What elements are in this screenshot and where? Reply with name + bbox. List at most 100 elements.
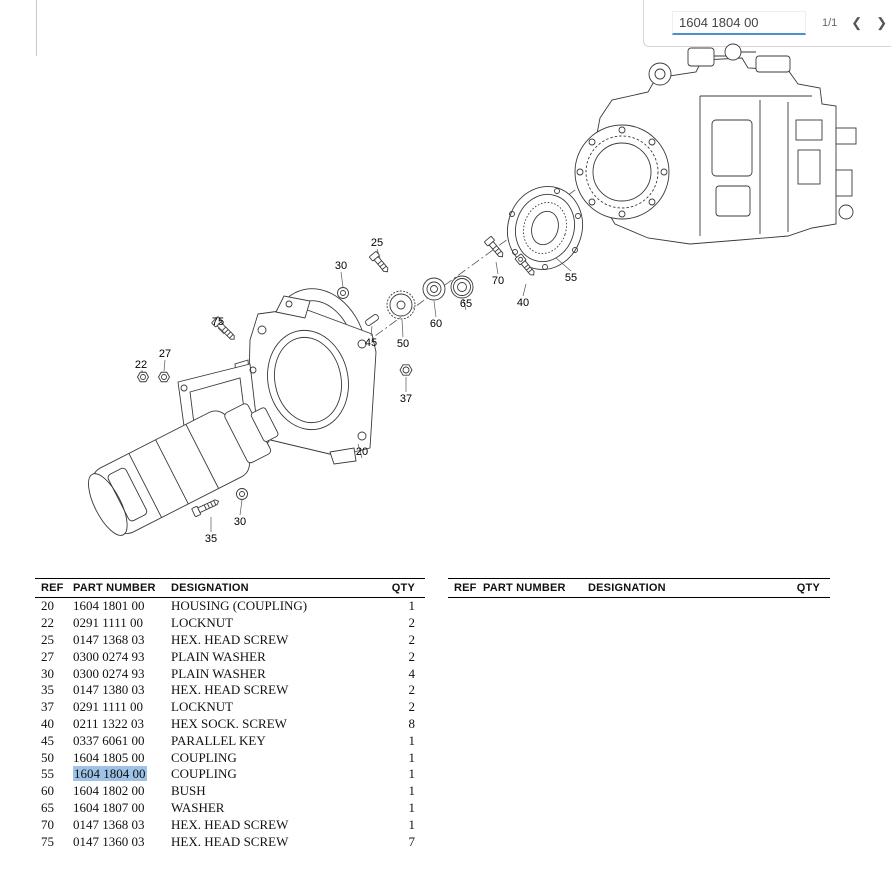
column-header-part-number: PART NUMBER <box>483 582 566 594</box>
hex-head-screw-25 <box>369 251 389 273</box>
diagram-callout[interactable]: 40 <box>517 297 529 309</box>
cell-part-number: 1604 1805 00 <box>73 749 145 765</box>
cell-qty: 1 <box>408 766 416 782</box>
cell-part-number: 0300 0274 93 <box>73 665 145 681</box>
diagram-callout[interactable]: 25 <box>371 237 383 249</box>
engine-block <box>574 43 857 245</box>
cell-qty: 1 <box>408 598 416 614</box>
cell-designation: PARALLEL KEY <box>171 732 266 748</box>
diagram-callout[interactable]: 35 <box>205 533 217 545</box>
pump-unit <box>88 403 279 536</box>
cell-part-number: 1604 1802 00 <box>73 783 145 799</box>
cell-qty: 2 <box>408 631 416 647</box>
cell-designation: HEX. HEAD SCREW <box>171 682 289 698</box>
column-header-part-number: PART NUMBER <box>73 582 156 594</box>
cell-ref: 65 <box>41 799 54 815</box>
cell-designation: LOCKNUT <box>171 699 234 715</box>
cell-ref: 40 <box>41 715 54 731</box>
column-header-qty: QTY <box>391 582 415 594</box>
diagram-callout[interactable]: 45 <box>365 337 377 349</box>
hex-head-screw-75 <box>211 316 235 340</box>
hex-head-screw-35 <box>191 499 220 517</box>
callout-leader-line <box>495 261 499 275</box>
diagram-callout[interactable]: 55 <box>565 272 577 284</box>
parts-table-left: REF PART NUMBER DESIGNATION QTY 20 1604 1… <box>35 578 425 850</box>
cell-designation: HEX SOCK. SCREW <box>171 715 287 731</box>
callout-leader-line <box>433 300 437 318</box>
prev-result-button[interactable]: ❮ <box>851 15 863 30</box>
diagram-callout[interactable]: 30 <box>234 516 246 528</box>
search-input[interactable] <box>672 11 806 35</box>
cell-part-number: 0337 6061 00 <box>73 732 145 748</box>
diagram-callout[interactable]: 60 <box>430 318 442 330</box>
callout-leader-line <box>370 325 373 337</box>
next-result-button[interactable]: ❯ <box>876 15 888 30</box>
column-header-designation: DESIGNATION <box>171 582 249 594</box>
diagram-callout[interactable]: 20 <box>356 446 368 458</box>
parallel-key-45 <box>365 314 379 326</box>
locknut-22 <box>136 371 150 383</box>
table-header: REF PART NUMBER DESIGNATION QTY <box>448 578 830 598</box>
diagram-callout[interactable]: 37 <box>400 393 412 405</box>
bush-60 <box>422 277 446 301</box>
cell-ref: 70 <box>41 816 54 832</box>
cell-qty: 1 <box>408 816 416 832</box>
column-header-ref: REF <box>41 582 64 594</box>
cell-part-number: 0147 1380 03 <box>73 682 145 698</box>
search-panel: 1/1 ❮ ❯ <box>643 0 891 47</box>
cell-designation: LOCKNUT <box>171 615 234 631</box>
cell-designation: WASHER <box>171 799 225 815</box>
cell-designation: HOUSING (COUPLING) <box>171 598 308 614</box>
cell-designation: PLAIN WASHER <box>171 665 266 681</box>
cell-designation: COUPLING <box>171 749 237 765</box>
diagram-callout[interactable]: 65 <box>460 298 472 310</box>
column-header-ref: REF <box>454 582 477 594</box>
cell-ref: 60 <box>41 783 54 799</box>
divider <box>36 0 37 56</box>
cell-designation: PLAIN WASHER <box>171 648 266 664</box>
callout-leader-line <box>401 319 404 338</box>
cell-qty: 8 <box>408 715 416 731</box>
locknut-37 <box>399 364 413 376</box>
coupling-ring-55 <box>507 186 583 270</box>
diagram-callout[interactable]: 27 <box>159 348 171 360</box>
cell-ref: 20 <box>41 598 54 614</box>
diagram-callout[interactable]: 30 <box>335 260 347 272</box>
cell-qty: 7 <box>408 833 416 849</box>
cell-qty: 1 <box>408 732 416 748</box>
cell-qty: 2 <box>408 699 416 715</box>
hex-head-screw-70 <box>484 236 504 258</box>
diagram-callout[interactable]: 50 <box>397 338 409 350</box>
cell-part-number: 0291 1111 00 <box>73 615 144 631</box>
cell-part-number: 0147 1368 03 <box>73 631 145 647</box>
callout-leader-line <box>376 248 381 259</box>
column-header-designation: DESIGNATION <box>588 582 666 594</box>
diagram-callout[interactable]: 75 <box>212 316 224 328</box>
plain-washer-30-lower <box>236 488 248 500</box>
hex-socket-screw-40 <box>514 253 535 276</box>
callout-leader-line <box>163 359 166 372</box>
callout-leader-line <box>522 283 527 297</box>
cell-ref: 25 <box>41 631 54 647</box>
diagram-callout[interactable]: 22 <box>135 359 147 371</box>
diagram-callout[interactable]: 70 <box>492 275 504 287</box>
cell-qty: 2 <box>408 615 416 631</box>
highlighted-part-number: 1604 1804 00 <box>73 766 147 782</box>
